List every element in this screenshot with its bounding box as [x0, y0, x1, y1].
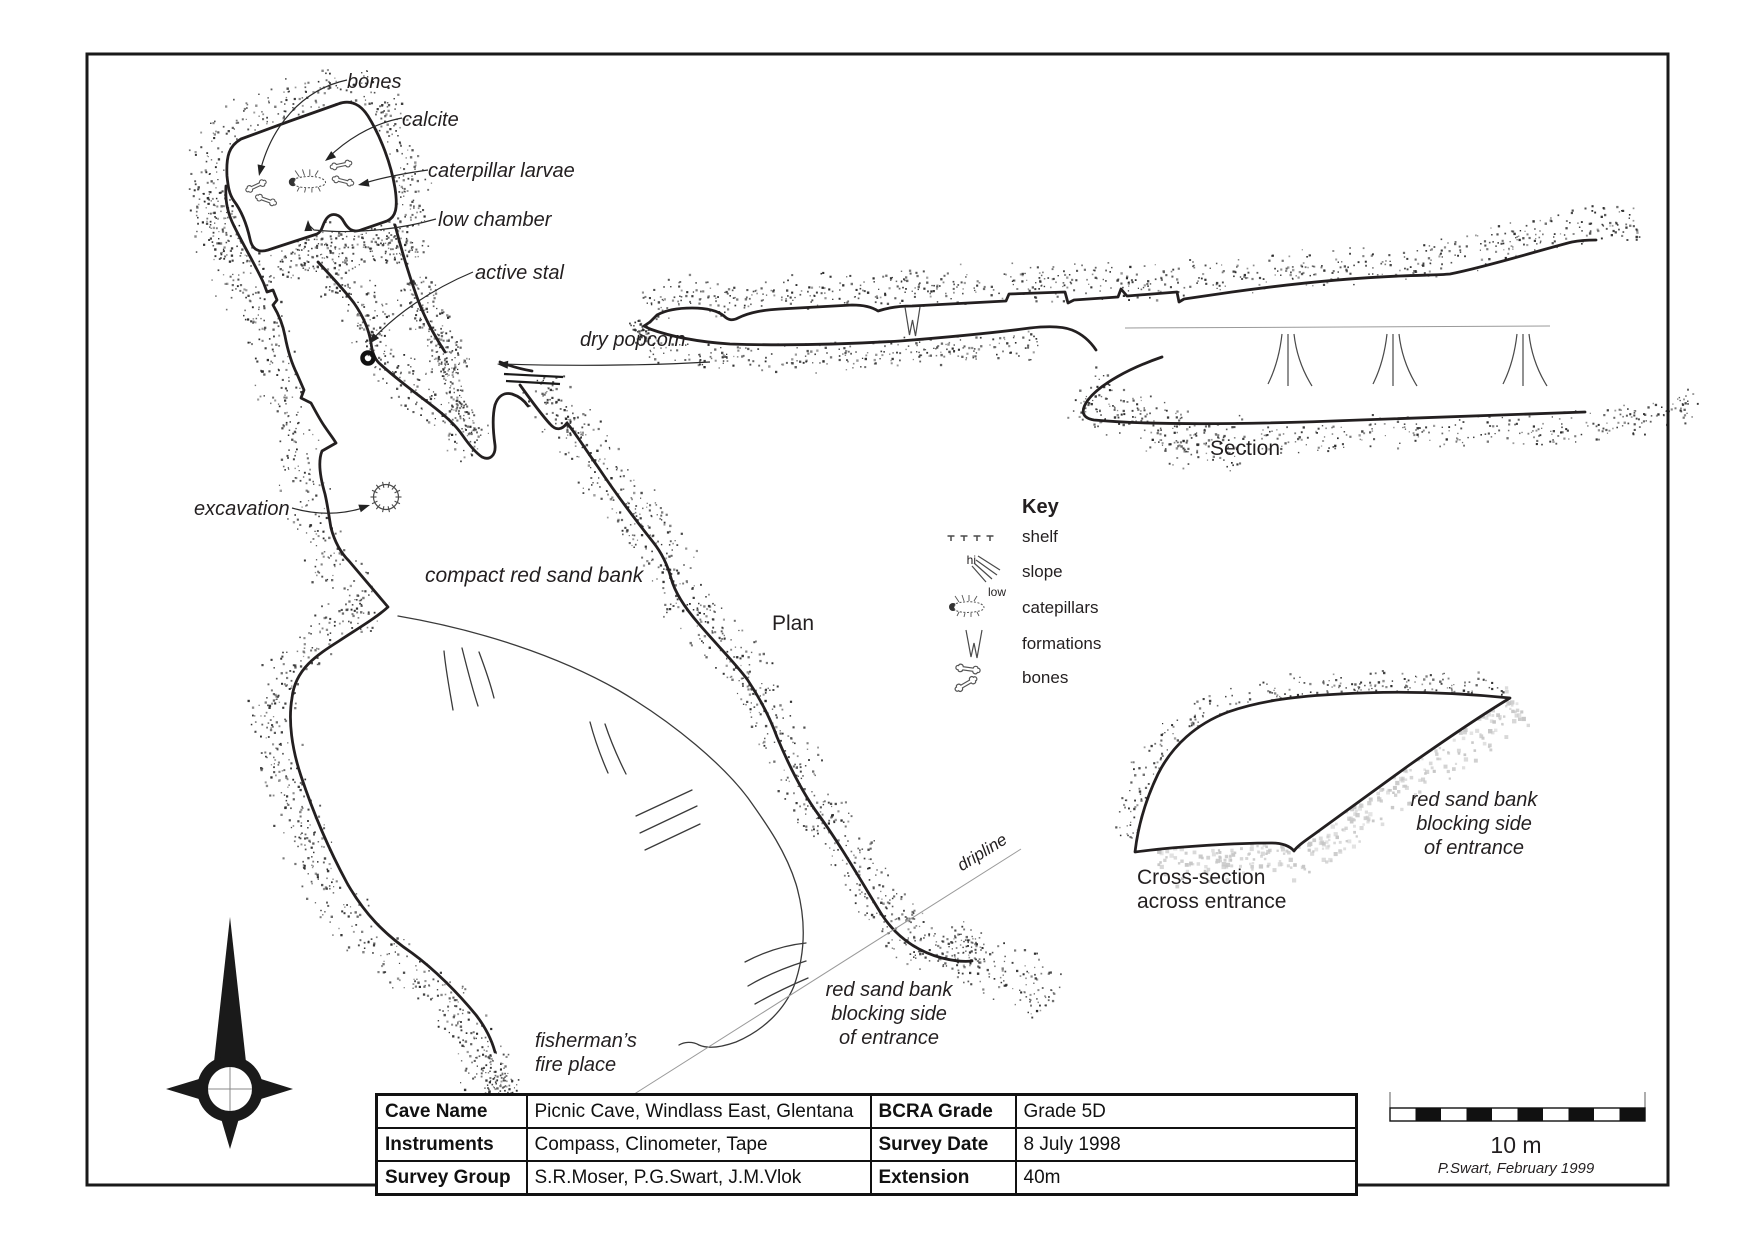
formations-icon — [905, 307, 920, 336]
west-point — [166, 1079, 199, 1099]
label-plan-title: Plan — [772, 612, 814, 635]
label-compact-red-sand-bank: compact red sand bank — [425, 564, 645, 587]
label-fisherman-1: fisherman’s — [535, 1030, 637, 1052]
shelf-icon — [948, 536, 994, 541]
label-fisherman-2: fire place — [535, 1054, 616, 1076]
formations-key-icon — [966, 630, 982, 658]
instruments-value: Compass, Clinometer, Tape — [527, 1128, 871, 1161]
scale-bar-segments — [1390, 1108, 1645, 1121]
slope-low-label: low — [988, 585, 1006, 599]
south-point — [220, 1115, 240, 1149]
key-title: Key — [1022, 496, 1060, 518]
section-sand-level-line — [1125, 326, 1550, 328]
scale-bar: 10 m P.Swart, February 1999 — [1390, 1092, 1645, 1177]
key-legend: Key hi low shelf slope catepillars forma… — [948, 496, 1102, 687]
key-item-formations: formations — [1022, 634, 1101, 653]
active-stal-icon — [363, 353, 374, 364]
label-section-title: Section — [1210, 437, 1280, 460]
north-arrow — [166, 917, 293, 1149]
label-cross-section-caption-1: Cross-section — [1137, 866, 1265, 889]
extension-value: 40m — [1016, 1161, 1357, 1195]
label-caterpillar-larvae: caterpillar larvae — [428, 160, 575, 182]
instruments-label: Instruments — [377, 1128, 527, 1161]
key-item-catepillars: catepillars — [1022, 598, 1099, 617]
label-cross-section-caption-2: across entrance — [1137, 890, 1286, 913]
label-cs-red-sand-bank-3: of entrance — [1424, 837, 1524, 859]
bone-icon — [954, 675, 979, 694]
stipple-texture — [189, 69, 1699, 1097]
section-ceiling — [650, 240, 1596, 322]
plan-upper-right-wall — [395, 225, 445, 352]
slope-icon: hi low — [967, 553, 1007, 599]
excavation-icon — [371, 482, 402, 512]
sand-bank-outline — [398, 616, 803, 1047]
bcra-grade-value: Grade 5D — [1016, 1095, 1357, 1129]
label-low-chamber: low chamber — [438, 209, 553, 231]
survey-info-table: Cave Name Picnic Cave, Windlass East, Gl… — [375, 1093, 1358, 1196]
label-bones: bones — [347, 71, 402, 93]
bone-icon — [955, 664, 980, 675]
cave-name-value: Picnic Cave, Windlass East, Glentana — [527, 1095, 871, 1129]
key-item-slope: slope — [1022, 562, 1063, 581]
label-excavation: excavation — [194, 498, 290, 520]
slope-marks — [444, 648, 808, 1004]
survey-group-value: S.R.Moser, P.G.Swart, J.M.Vlok — [527, 1161, 871, 1195]
label-red-sand-bank-2: blocking side — [831, 1003, 947, 1025]
plan-right-wall — [520, 385, 972, 961]
label-red-sand-bank-3: of entrance — [839, 1027, 939, 1049]
key-item-shelf: shelf — [1022, 527, 1058, 546]
cross-section-view: red sand bank blocking side of entrance … — [1135, 692, 1538, 913]
label-active-stal: active stal — [475, 262, 564, 284]
survey-date-value: 8 July 1998 — [1016, 1128, 1357, 1161]
caterpillar-icon — [949, 595, 984, 617]
section-flow-marks — [1268, 334, 1547, 386]
slope-hi-label: hi — [967, 553, 976, 567]
north-point — [214, 917, 246, 1062]
survey-date-label: Survey Date — [871, 1128, 1016, 1161]
plan-middle-wall — [318, 262, 528, 458]
bcra-grade-label: BCRA Grade — [871, 1095, 1016, 1129]
section-left-cap — [644, 322, 650, 329]
label-dry-popcorn: dry popcorn — [580, 329, 686, 351]
key-item-bones: bones — [1022, 668, 1068, 687]
plan-view: bones calcite caterpillar larvae low cha… — [194, 71, 1021, 1098]
table-row: Instruments Compass, Clinometer, Tape Su… — [377, 1128, 1357, 1161]
shelf-line — [504, 374, 563, 377]
cave-name-label: Cave Name — [377, 1095, 527, 1129]
extension-label: Extension — [871, 1161, 1016, 1195]
scale-bar-ticks — [1390, 1092, 1645, 1108]
table-row: Cave Name Picnic Cave, Windlass East, Gl… — [377, 1095, 1357, 1129]
scale-bar-label: 10 m — [1490, 1132, 1541, 1158]
survey-group-label: Survey Group — [377, 1161, 527, 1195]
table-row: Survey Group S.R.Moser, P.G.Swart, J.M.V… — [377, 1161, 1357, 1195]
label-calcite: calcite — [402, 109, 459, 131]
label-cs-red-sand-bank-2: blocking side — [1416, 813, 1532, 835]
section-view: Section — [644, 240, 1596, 460]
surveyor-credit: P.Swart, February 1999 — [1438, 1160, 1595, 1177]
label-dripline: dripline — [954, 830, 1011, 875]
shelf-line — [506, 381, 560, 384]
label-red-sand-bank-1: red sand bank — [826, 979, 954, 1001]
east-point — [261, 1079, 293, 1099]
label-cs-red-sand-bank-1: red sand bank — [1411, 789, 1539, 811]
